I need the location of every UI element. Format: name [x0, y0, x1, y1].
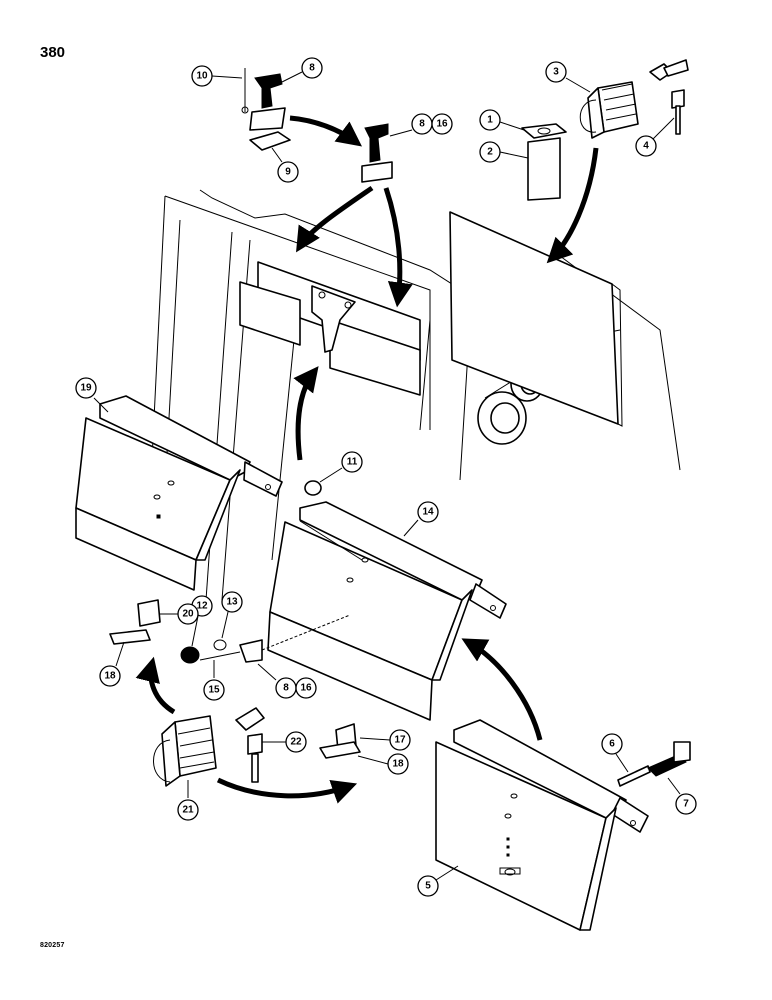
bracket-18-right	[319, 741, 361, 759]
callout-label: 21	[182, 805, 194, 816]
callout-label: 18	[392, 759, 404, 770]
pin-6-latch-7	[617, 741, 691, 787]
drawing-code: 820257	[40, 942, 65, 949]
callout-19: 19	[75, 377, 109, 413]
callout-label: 1	[487, 115, 493, 126]
callout-label: 17	[394, 735, 406, 746]
callout-label: 8	[283, 683, 289, 694]
callout-3: 3	[545, 61, 591, 93]
padlock-21	[153, 715, 217, 787]
callout-22: 22	[262, 731, 307, 753]
callout-8-16-top: 8 16	[389, 113, 453, 137]
callout-6: 6	[601, 733, 629, 773]
bracket-18-left	[109, 629, 151, 645]
callout-label: 14	[422, 507, 434, 518]
callout-10: 10	[191, 65, 243, 87]
callout-label: 22	[290, 737, 302, 748]
latch-8-16-top-right	[361, 123, 393, 183]
callout-1: 1	[479, 109, 525, 131]
callout-label: 12	[196, 601, 208, 612]
callout-18-right: 18	[357, 753, 409, 775]
callout-13: 13	[221, 591, 243, 639]
callout-label: 2	[487, 147, 493, 158]
callout-label: 4	[643, 141, 649, 152]
callout-label: 9	[285, 167, 291, 178]
knob-assembly	[180, 614, 351, 664]
assembly-arrows	[135, 115, 599, 804]
callout-9: 9	[271, 147, 299, 183]
callout-18-left: 18	[99, 641, 125, 687]
plug-11	[304, 480, 322, 496]
callout-label: 15	[208, 685, 220, 696]
callout-20: 20	[160, 603, 199, 625]
bracket-1-2	[521, 123, 567, 201]
callout-14: 14	[403, 501, 439, 537]
callout-2: 2	[479, 141, 529, 163]
cover-5	[435, 719, 649, 931]
cover-14	[267, 501, 507, 721]
keys-22	[235, 707, 265, 783]
callout-label: 8	[419, 119, 425, 130]
callout-7: 7	[667, 777, 697, 815]
bracket-20	[137, 599, 161, 627]
callout-5: 5	[417, 865, 459, 897]
callout-label: 11	[347, 457, 358, 468]
callout-4: 4	[635, 117, 675, 157]
callout-11: 11	[319, 451, 363, 483]
latch-8-top-left	[241, 68, 291, 151]
callout-8-16-lower: 8 16	[257, 663, 317, 699]
callout-label: 5	[425, 881, 431, 892]
cover-19	[75, 395, 283, 591]
callout-label: 20	[182, 609, 194, 620]
callout-label: 7	[683, 799, 689, 810]
callout-21: 21	[177, 780, 199, 821]
page-number: 380	[40, 44, 66, 61]
callout-label: 10	[196, 71, 208, 82]
callout-8-top-left: 8	[281, 57, 323, 83]
callout-label: 19	[80, 383, 92, 394]
callout-label: 8	[309, 63, 315, 74]
callout-label: 13	[226, 597, 238, 608]
callout-label: 16	[300, 683, 312, 694]
callout-label: 3	[553, 67, 559, 78]
callout-17: 17	[359, 729, 411, 751]
padlock-3	[579, 81, 639, 139]
callout-label: 18	[104, 671, 116, 682]
callout-15: 15	[203, 660, 225, 701]
callout-label: 6	[609, 739, 615, 750]
keys-4	[649, 59, 689, 135]
callout-label: 16	[436, 119, 448, 130]
